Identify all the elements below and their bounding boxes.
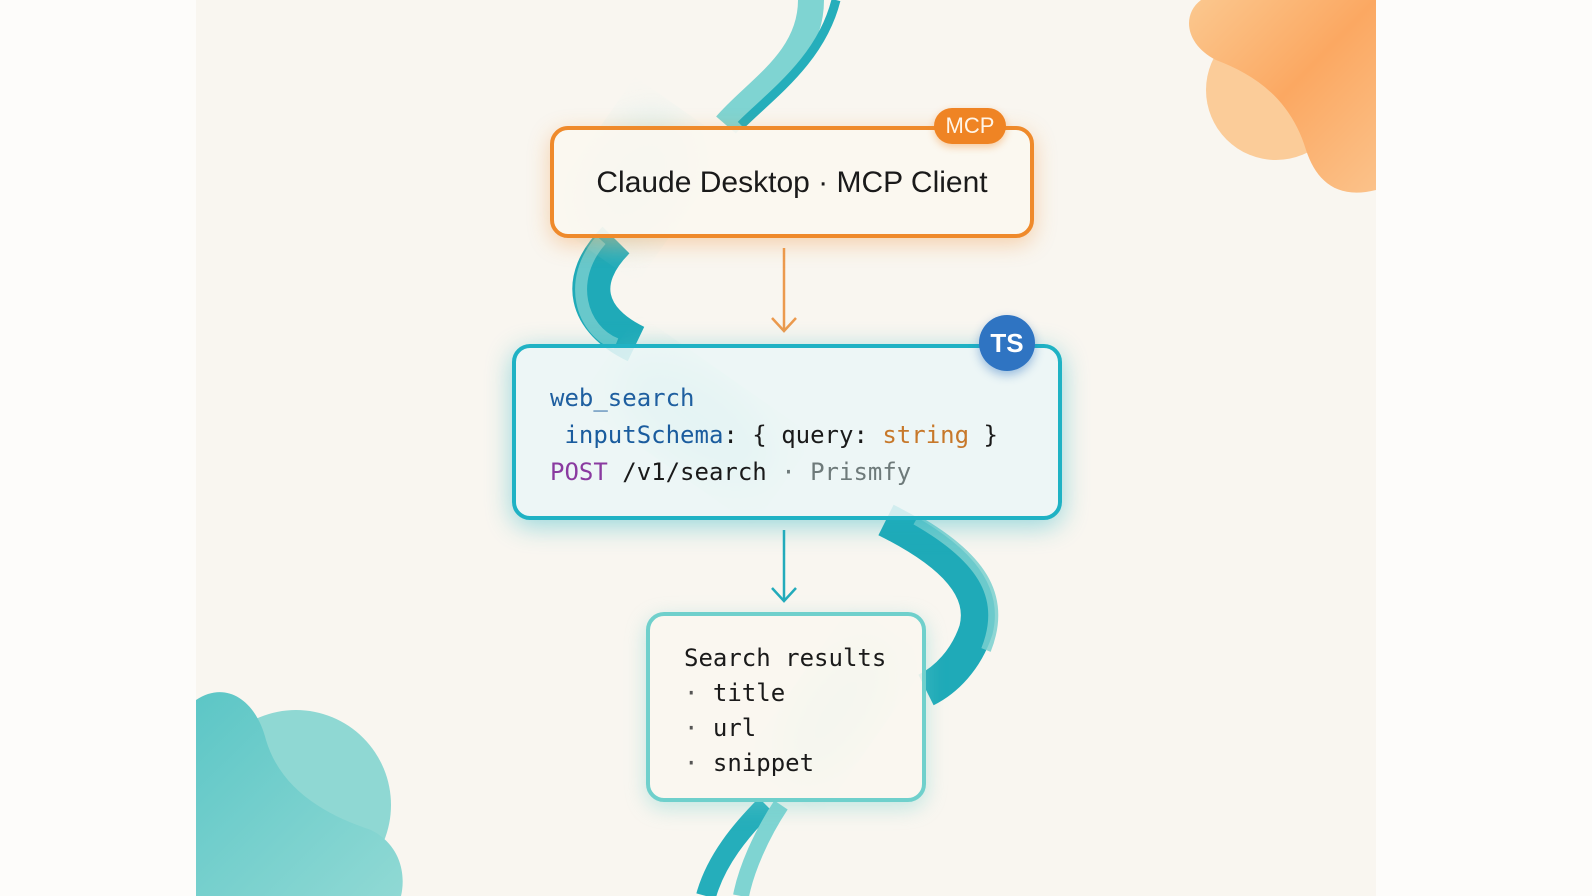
schema-close: } <box>969 421 998 449</box>
bullet-icon: · <box>684 749 699 777</box>
result-field-label: snippet <box>712 749 815 777</box>
arrow-server-to-results <box>771 530 797 603</box>
endpoint-path: /v1/search <box>607 458 767 486</box>
mcp-badge: MCP <box>934 108 1006 144</box>
provider-name: Prismfy <box>810 458 912 486</box>
orange-blob <box>1189 0 1376 193</box>
endpoint-separator: · <box>766 458 811 486</box>
results-title: Search results <box>684 644 887 672</box>
result-field-label: url <box>712 714 757 742</box>
diagram-canvas: Claude Desktop · MCP Client MCP web_sear… <box>196 0 1376 896</box>
schema-open: : { <box>723 421 782 449</box>
teal-blob <box>196 692 403 896</box>
bullet-icon: · <box>684 714 699 742</box>
endpoint-line: POST /v1/search · Prismfy <box>550 458 911 486</box>
search-results-card: Search results · title · url · snippet <box>646 612 926 802</box>
typescript-badge: TS <box>979 315 1035 371</box>
bullet-icon: · <box>684 679 699 707</box>
tool-name: web_search <box>550 384 695 412</box>
result-field: · snippet <box>684 749 814 777</box>
tool-name-line: web_search <box>550 384 695 412</box>
param-type: string <box>882 421 970 449</box>
schema-line: inputSchema: { query: string } <box>550 421 998 449</box>
result-field: · title <box>684 679 785 707</box>
mcp-client-card: Claude Desktop · MCP Client <box>550 126 1034 238</box>
param-separator: : <box>853 421 883 449</box>
client-title: Claude Desktop · MCP Client <box>596 166 988 199</box>
arrow-client-to-server <box>771 248 797 333</box>
result-field-label: title <box>712 679 786 707</box>
schema-key: inputSchema <box>564 421 724 449</box>
result-field: · url <box>684 714 756 742</box>
http-verb: POST <box>550 458 608 486</box>
param-name: query <box>781 421 854 449</box>
mcp-server-card: web_search inputSchema: { query: string … <box>512 344 1062 520</box>
